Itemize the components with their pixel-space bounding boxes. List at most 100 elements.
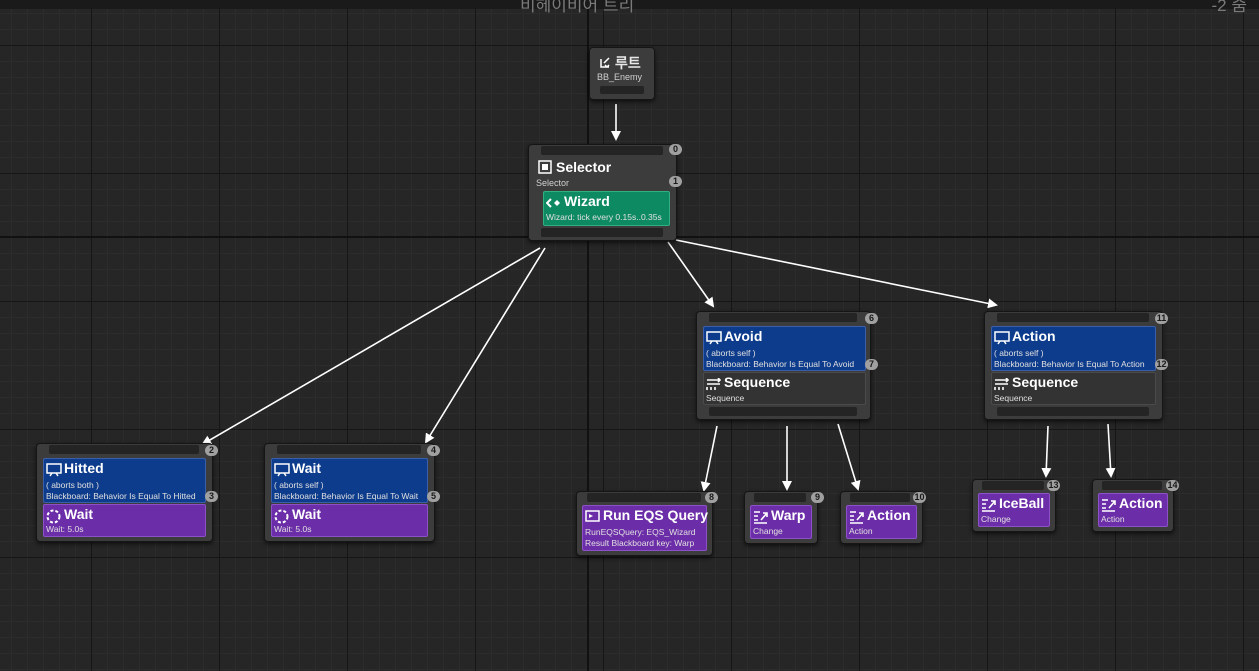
action-sequence[interactable]: Sequence Sequence <box>991 372 1156 405</box>
selector-subtitle: Selector <box>536 178 570 188</box>
avoid-condition: Blackboard: Behavior Is Equal To Avoid <box>706 359 855 369</box>
iceball-title: IceBall <box>999 495 1045 511</box>
wizard-service[interactable]: Wizard Wizard: tick every 0.15s..0.35s <box>543 191 670 226</box>
action-action-input-pin[interactable] <box>1102 481 1162 490</box>
action-output-pin[interactable] <box>997 407 1149 416</box>
root-node[interactable]: 루트 BB_Enemy <box>589 47 655 100</box>
action-action-index-badge: 14 <box>1166 480 1179 491</box>
action-action-detail: Action <box>1101 514 1125 524</box>
selector-title: Selector <box>556 159 612 175</box>
wait-wait-task[interactable]: Wait Wait: 5.0s <box>271 504 428 537</box>
service-title: Wizard <box>564 193 610 209</box>
hitted-decorator[interactable]: Hitted ( aborts both ) Blackboard: Behav… <box>43 458 206 503</box>
wait-task-title: Wait <box>292 506 322 522</box>
run-eqs-line1: RunEQSQuery: EQS_Wizard <box>585 527 696 537</box>
hitted-input-pin[interactable] <box>49 445 199 454</box>
wire-selector-wait <box>424 247 546 444</box>
root-label: 루트 <box>615 55 641 71</box>
set-value-icon <box>849 510 865 529</box>
hitted-branch-node[interactable]: Hitted ( aborts both ) Blackboard: Behav… <box>36 443 213 542</box>
action-action-title: Action <box>1119 495 1163 511</box>
avoid-sequence-subtitle: Sequence <box>706 393 745 403</box>
run-eqs-index-badge: 8 <box>705 492 718 503</box>
avoid-sequence-title: Sequence <box>724 374 791 390</box>
graph-title: 비헤이비어 트리 <box>520 0 635 15</box>
hitted-wait-task[interactable]: Wait Wait: 5.0s <box>43 504 206 537</box>
iceball-task[interactable]: IceBall Change <box>978 493 1050 527</box>
avoid-decorator[interactable]: Avoid ( aborts self ) Blackboard: Behavi… <box>703 326 866 371</box>
run-eqs-task[interactable]: Run EQS Query RunEQSQuery: EQS_Wizard Re… <box>582 505 708 551</box>
service-icon <box>545 196 562 214</box>
avoid-sequence[interactable]: Sequence Sequence <box>703 372 866 405</box>
avoid-branch-node[interactable]: Avoid ( aborts self ) Blackboard: Behavi… <box>696 311 871 420</box>
wire-avoid-action <box>837 423 861 491</box>
wait-input-pin[interactable] <box>277 445 421 454</box>
avoid-output-pin[interactable] <box>709 407 857 416</box>
service-detail: Wizard: tick every 0.15s..0.35s <box>546 212 662 222</box>
wire-selector-avoid <box>667 241 715 308</box>
run-eqs-input-pin[interactable] <box>587 493 701 502</box>
action-condition: Blackboard: Behavior Is Equal To Action <box>994 359 1145 369</box>
sequence-icon <box>706 377 722 395</box>
iceball-input-pin[interactable] <box>982 481 1044 490</box>
sequence-icon <box>994 377 1010 395</box>
hitted-decorator-title: Hitted <box>64 460 104 476</box>
hitted-task-detail: Wait: 5.0s <box>46 524 84 534</box>
action-action-task[interactable]: Action Action <box>1098 493 1168 527</box>
action-decorator-title: Action <box>1012 328 1056 344</box>
avoid-input-pin[interactable] <box>709 313 857 322</box>
action-action-node[interactable]: Action Action <box>1092 479 1174 532</box>
wait-condition: Blackboard: Behavior Is Equal To Wait <box>274 491 419 501</box>
run-eqs-line2: Result Blackboard key: Warp <box>585 538 695 548</box>
avoid-action-node[interactable]: Action Action <box>840 491 923 544</box>
wait-decorator-index-badge: 5 <box>427 491 440 502</box>
action-branch-node[interactable]: Action ( aborts self ) Blackboard: Behav… <box>984 311 1163 420</box>
avoid-aborts: ( aborts self ) <box>706 348 756 358</box>
avoid-action-title: Action <box>867 507 911 523</box>
run-eqs-query-node[interactable]: Run EQS Query RunEQSQuery: EQS_Wizard Re… <box>576 491 713 556</box>
wait-decorator[interactable]: Wait ( aborts self ) Blackboard: Behavio… <box>271 458 428 503</box>
selector-icon <box>538 160 552 179</box>
root-output-pin[interactable] <box>600 86 644 94</box>
selector-index-badge: 0 <box>669 144 682 155</box>
avoid-decorator-index-badge: 7 <box>865 359 878 370</box>
action-input-pin[interactable] <box>997 313 1149 322</box>
warp-task[interactable]: Warp Change <box>750 505 812 539</box>
wire-selector-action <box>675 239 998 309</box>
wait-decorator-title: Wait <box>292 460 322 476</box>
selector-input-pin[interactable] <box>541 146 663 155</box>
iceball-node[interactable]: IceBall Change <box>972 479 1056 532</box>
iceball-detail: Change <box>981 514 1011 524</box>
action-decorator[interactable]: Action ( aborts self ) Blackboard: Behav… <box>991 326 1156 371</box>
set-value-icon <box>1101 498 1117 517</box>
wait-task-detail: Wait: 5.0s <box>274 524 312 534</box>
avoid-decorator-title: Avoid <box>724 328 763 344</box>
root-icon <box>599 56 611 74</box>
selector-output-pin[interactable] <box>541 228 663 237</box>
avoid-action-task[interactable]: Action Action <box>846 505 917 539</box>
action-sequence-title: Sequence <box>1012 374 1079 390</box>
wait-aborts: ( aborts self ) <box>274 480 324 490</box>
warp-detail: Change <box>753 526 783 536</box>
avoid-action-index-badge: 10 <box>913 492 926 503</box>
action-index-badge: 11 <box>1155 313 1168 324</box>
wire-action-action <box>1105 423 1116 478</box>
blackboard-icon <box>706 331 722 350</box>
eqs-query-icon <box>585 510 600 528</box>
zoom-level: -2 줌 <box>1211 0 1247 15</box>
warp-input-pin[interactable] <box>754 493 806 502</box>
set-value-icon <box>753 510 769 529</box>
hitted-task-title: Wait <box>64 506 94 522</box>
hitted-aborts: ( aborts both ) <box>46 480 99 490</box>
warp-node[interactable]: Warp Change <box>744 491 818 544</box>
avoid-action-input-pin[interactable] <box>850 493 910 502</box>
hitted-condition: Blackboard: Behavior Is Equal To Hitted <box>46 491 196 501</box>
wait-branch-node[interactable]: Wait ( aborts self ) Blackboard: Behavio… <box>264 443 435 542</box>
wire-action-iceball <box>1041 425 1052 478</box>
action-sequence-subtitle: Sequence <box>994 393 1033 403</box>
selector-node[interactable]: Selector Selector Wizard Wizard: tick ev… <box>528 144 677 241</box>
wait-icon <box>274 509 289 529</box>
warp-title: Warp <box>771 507 806 523</box>
iceball-index-badge: 13 <box>1047 480 1060 491</box>
